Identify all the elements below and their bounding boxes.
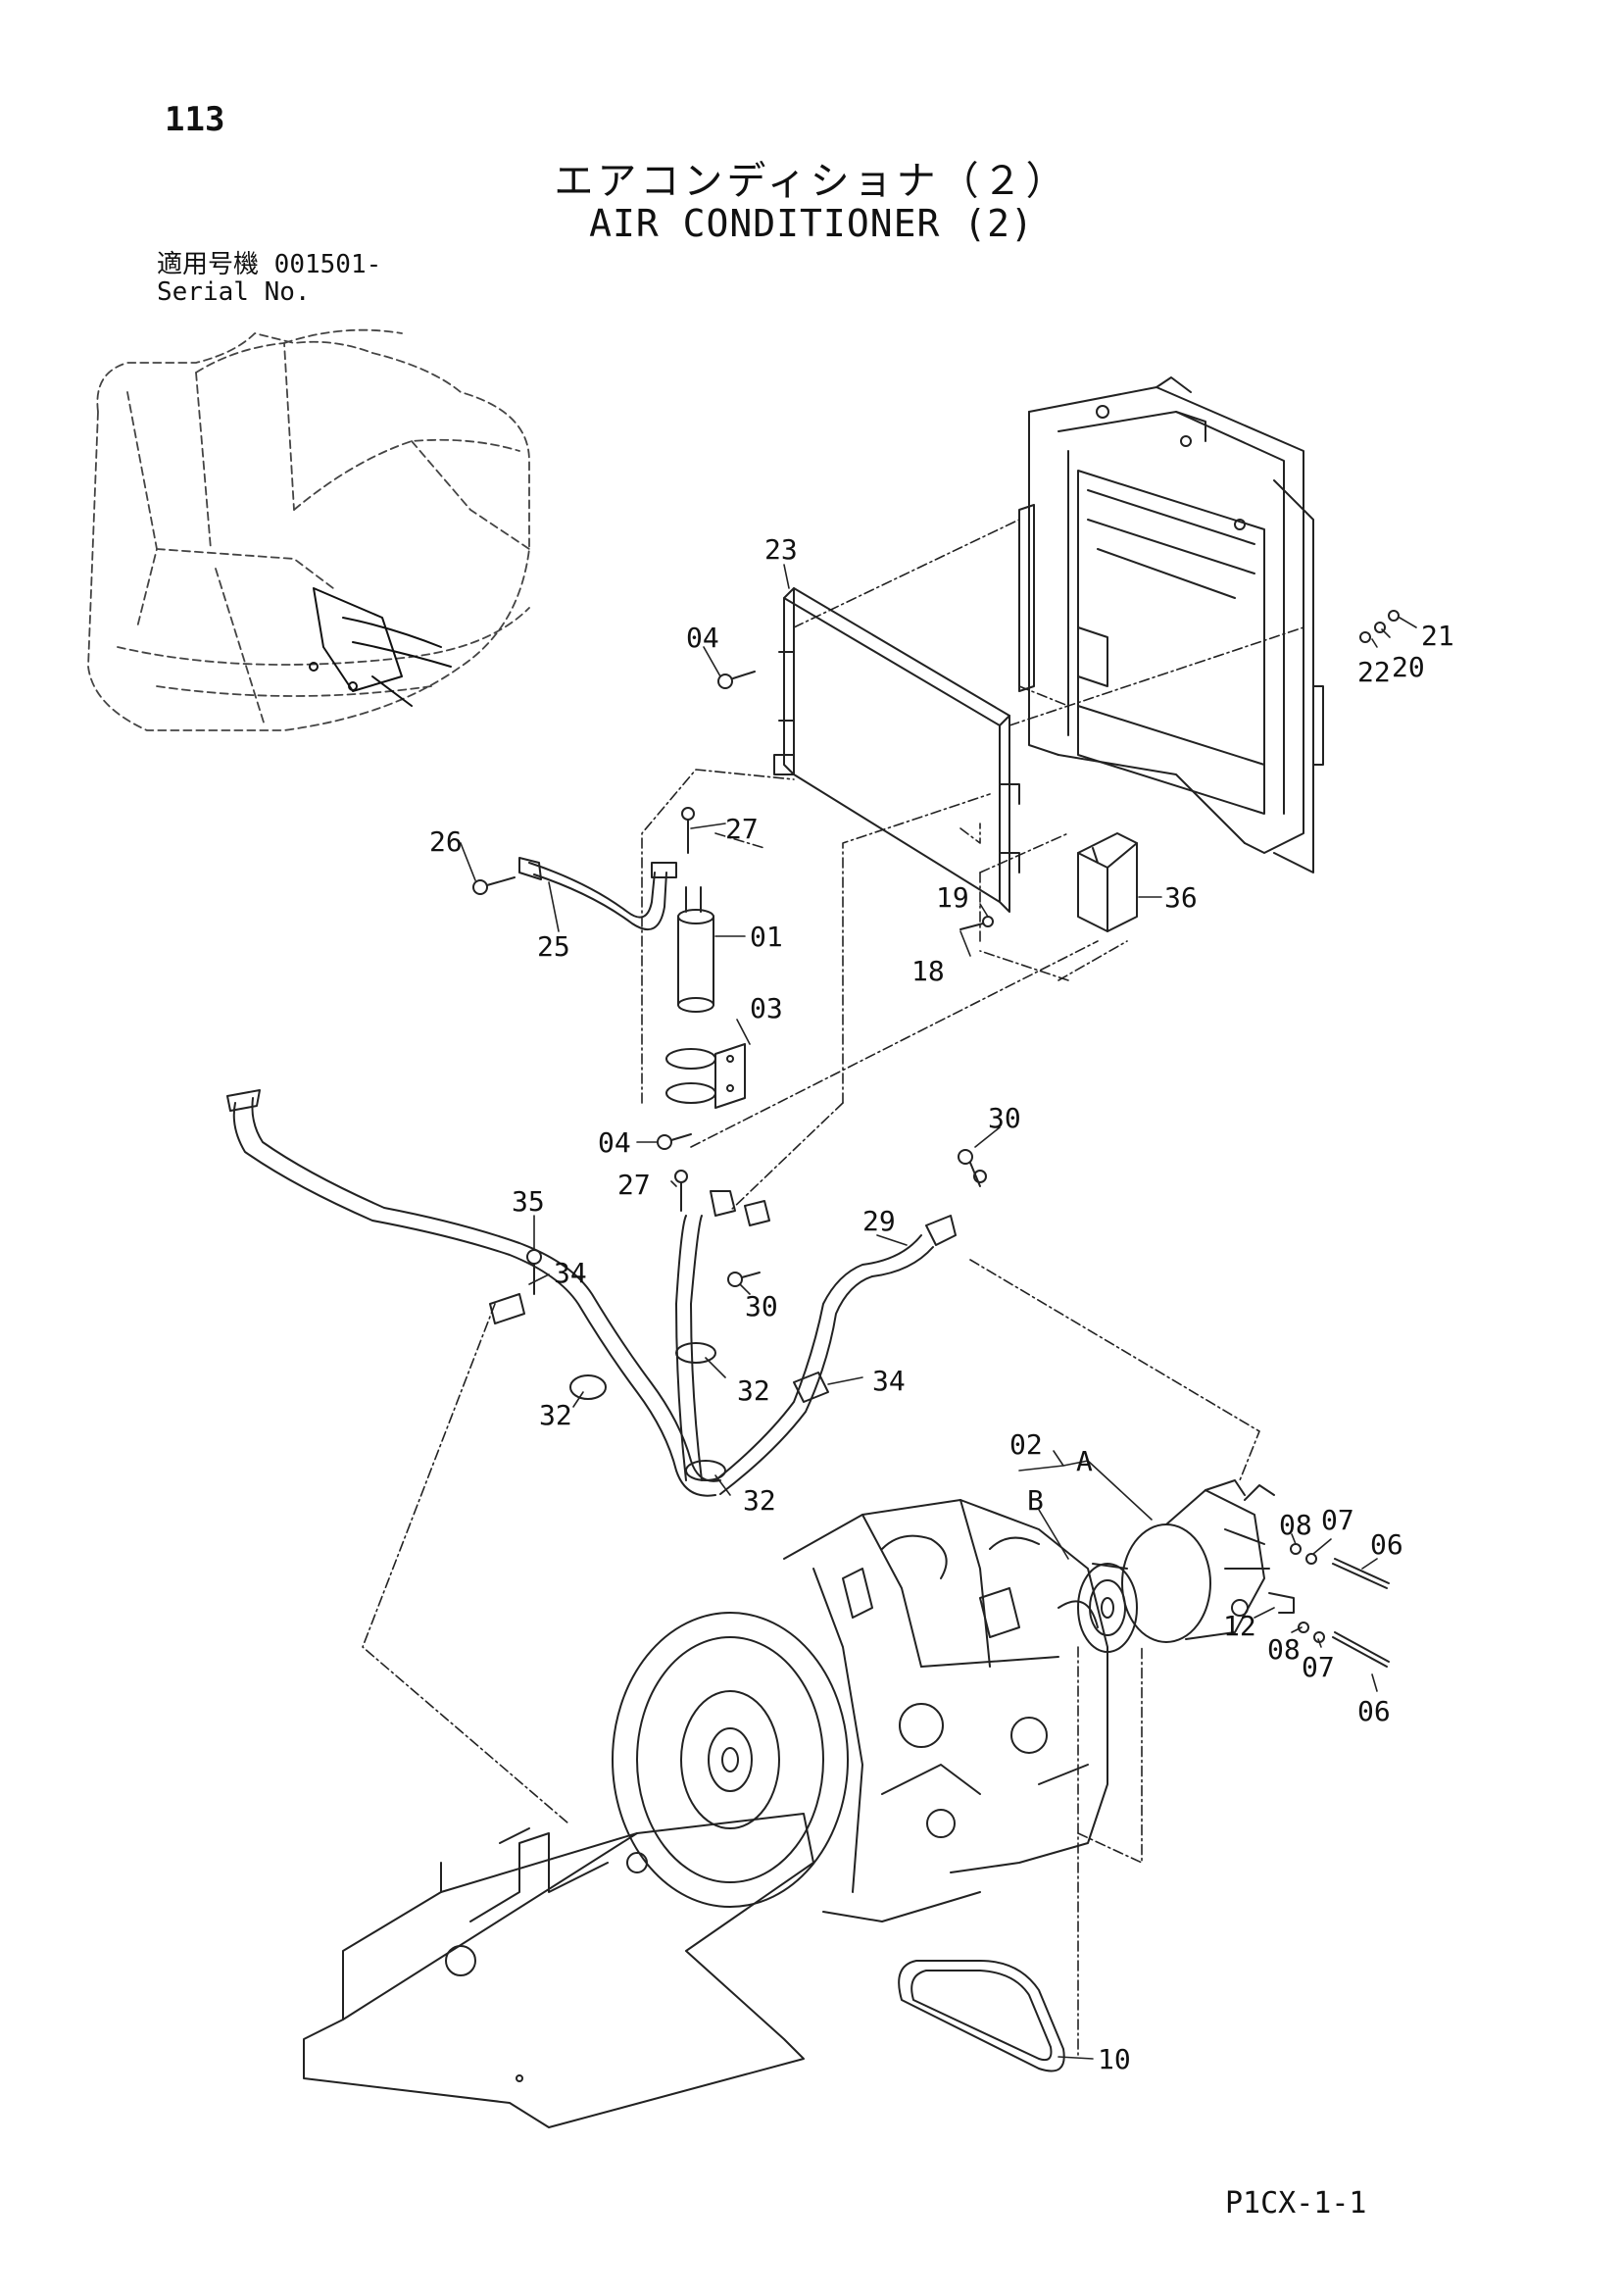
callout-01: 01: [750, 921, 783, 953]
callout-18: 18: [911, 955, 945, 987]
callout-32-bottom: 32: [743, 1484, 776, 1517]
reference-lines: [362, 519, 1304, 2060]
page-title-japanese: エアコンディショナ（２）: [554, 159, 1069, 204]
compressor-bolts-06: [1268, 1543, 1390, 1668]
compressor-clutch-pulley: [1077, 1563, 1138, 1653]
callout-08-lower: 08: [1267, 1633, 1301, 1666]
callout-labels: 23 04 21 22 20 26 27 25 01 19 36 18 03 0…: [429, 533, 1454, 2075]
callout-03: 03: [750, 992, 783, 1024]
callout-02: 02: [1009, 1428, 1043, 1461]
callout-19: 19: [936, 881, 969, 914]
callout-A: A: [1076, 1445, 1093, 1477]
callout-35: 35: [512, 1185, 545, 1218]
callout-34: 34: [554, 1257, 587, 1289]
callout-30-lower: 30: [745, 1290, 778, 1323]
callout-B: B: [1027, 1484, 1044, 1517]
drive-belt-part-10: [898, 1960, 1065, 2072]
serial-label-japanese: 適用号機: [157, 250, 260, 279]
callout-08: 08: [1279, 1509, 1312, 1541]
condenser-part-23: [773, 587, 1020, 913]
callout-leaders: [460, 564, 1417, 2060]
callout-04: 04: [686, 622, 719, 654]
callout-06: 06: [1370, 1528, 1403, 1561]
callout-32-left: 32: [539, 1399, 572, 1431]
serial-value: 001501-: [273, 250, 382, 279]
callout-04-lower: 04: [598, 1126, 631, 1159]
radiator-assembly: [1018, 376, 1324, 873]
callout-07: 07: [1321, 1504, 1354, 1536]
hose-part-25: [518, 857, 677, 931]
callout-27: 27: [725, 813, 759, 845]
callout-30: 30: [988, 1102, 1021, 1134]
compressor-part-02: [1121, 1479, 1275, 1643]
callout-20: 20: [1392, 651, 1425, 683]
callout-32: 32: [737, 1374, 770, 1407]
callout-26: 26: [429, 825, 463, 858]
callout-22: 22: [1357, 656, 1391, 688]
serial-row-jp: 適用号機 001501-: [157, 251, 381, 278]
serial-block: 適用号機 001501- Serial No.: [157, 251, 381, 306]
callout-36: 36: [1164, 881, 1198, 914]
page-number: 113: [165, 100, 225, 139]
overview-highlight-parts: [309, 587, 452, 707]
refrigerant-hose-assembly: [226, 1089, 957, 1497]
excavator-overview-illustration: [87, 328, 530, 731]
receiver-dryer-part-01: [677, 886, 714, 1013]
callout-06-lower: 06: [1357, 1695, 1391, 1727]
bracket-part-36: [1077, 832, 1138, 932]
serial-label-english: Serial No.: [157, 277, 311, 307]
callout-34-right: 34: [872, 1365, 906, 1397]
callout-21: 21: [1421, 620, 1454, 652]
callout-29: 29: [862, 1205, 896, 1237]
page-title: AIR CONDITIONER (2): [589, 202, 1034, 245]
callout-07-lower: 07: [1302, 1651, 1335, 1683]
callout-10: 10: [1098, 2043, 1131, 2075]
callout-23: 23: [764, 533, 798, 566]
engine-illustration: [612, 1499, 1108, 1922]
callout-27-lower: 27: [617, 1169, 651, 1201]
callout-25: 25: [537, 930, 570, 963]
callout-12: 12: [1223, 1610, 1256, 1642]
engine-base-frame: [303, 1813, 814, 2128]
document-code: P1CX-1-1: [1225, 2186, 1367, 2221]
hose-clips: [489, 1293, 829, 1481]
fasteners: [472, 610, 1400, 1295]
receiver-bracket-part-03: [665, 1043, 746, 1109]
